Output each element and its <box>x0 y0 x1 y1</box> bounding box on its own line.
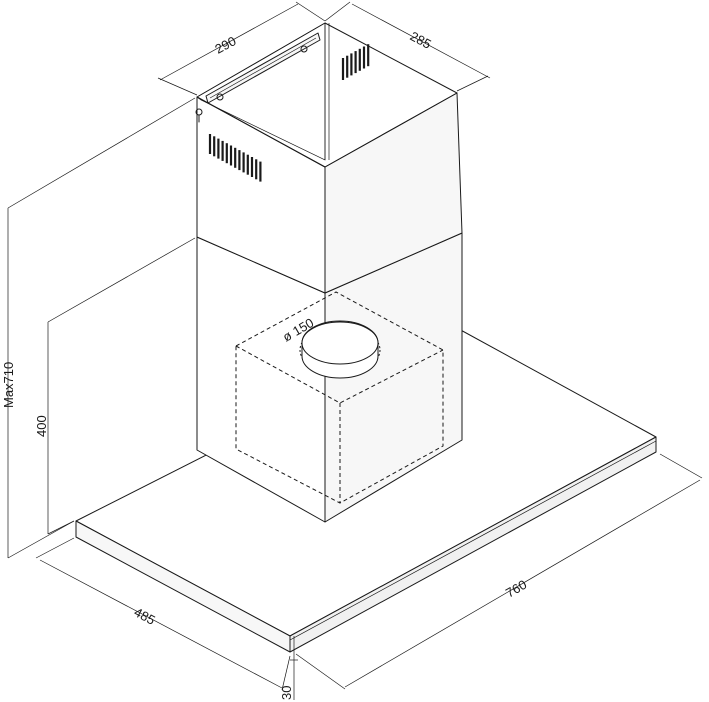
dim-chimney-depth: 285 <box>408 28 434 51</box>
motor-box-hidden <box>235 291 444 504</box>
chimney-lower <box>196 232 463 523</box>
dim-hood-thickness: 30 <box>279 686 294 700</box>
dimension-lines <box>7 1 703 700</box>
vent-grille-left <box>208 134 262 182</box>
duct-outlet <box>299 320 381 379</box>
dim-max-height: Max710 <box>1 362 16 408</box>
dim-hood-width: 760 <box>503 577 529 601</box>
dim-lower-height: 400 <box>34 415 49 437</box>
vent-grille-right <box>341 44 370 80</box>
chimney-upper <box>195 22 463 294</box>
dim-chimney-width: 290 <box>212 33 238 56</box>
dim-hood-depth: 485 <box>132 604 158 627</box>
